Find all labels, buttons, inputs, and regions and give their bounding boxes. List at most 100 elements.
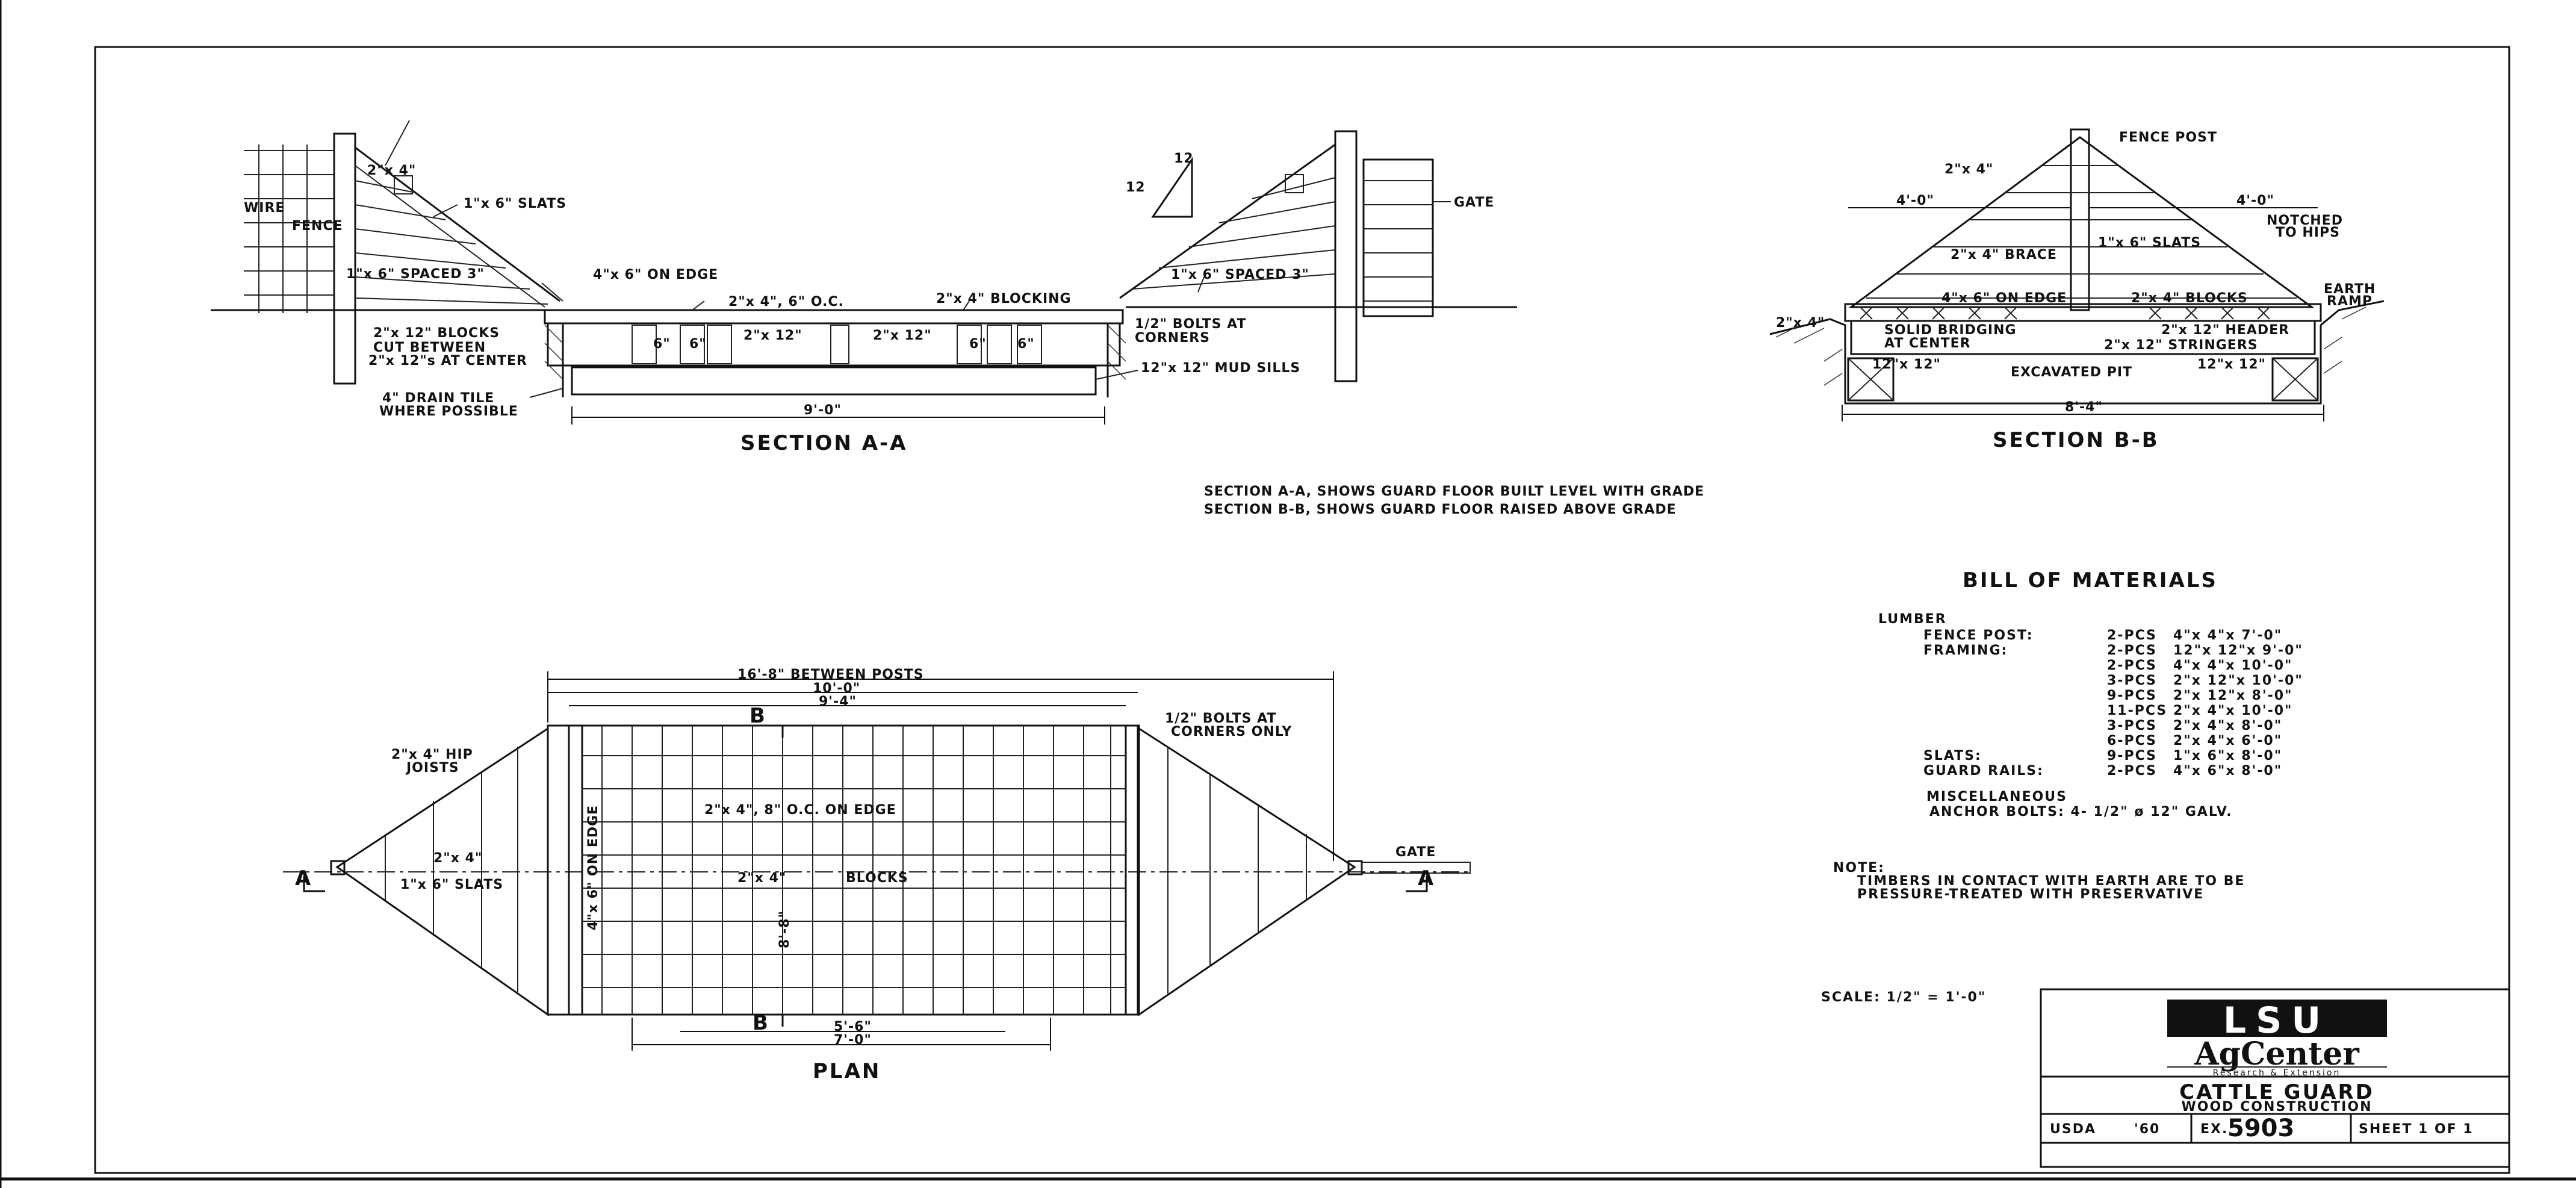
cut-a-left — [303, 876, 325, 892]
label-corners-only: CORNERS ONLY — [1171, 724, 1292, 739]
plan-joists — [582, 726, 1126, 1015]
label-section-a-right: A — [1418, 866, 1435, 891]
wing-slope-left — [355, 146, 560, 302]
deck-stringers — [547, 322, 1121, 367]
plan-wing-right — [1138, 727, 1356, 1016]
label-blocks-bb: 2"x 4" BLOCKS — [2131, 291, 2248, 306]
bom-row-label: SLATS: — [1923, 748, 1982, 763]
gate — [1362, 158, 1434, 317]
plan-gate — [1361, 862, 1471, 874]
label-gate-aa: GATE — [1454, 195, 1494, 210]
bom-row-qty: 3-PCS — [2107, 673, 2157, 688]
bom-row-qty: 2-PCS — [2107, 628, 2157, 643]
bom-anchor: ANCHOR BOLTS: 4- 1/2" ø 12" GALV. — [1929, 804, 2232, 819]
bom-row-qty: 9-PCS — [2107, 748, 2157, 763]
fence-post-left — [333, 132, 356, 385]
label-wire: WIRE — [244, 201, 285, 216]
label-b5: 6" — [969, 337, 987, 352]
bom-row-size: 4"x 6"x 8'-0" — [2173, 763, 2282, 779]
label-section-b-bottom: B — [753, 1011, 770, 1035]
label-solid-bridging: SOLID BRIDGING — [1884, 323, 2017, 338]
label-2x4-aa: 2"x 4" — [367, 163, 416, 178]
label-width-aa: 9'-0" — [804, 403, 842, 418]
slats-bb — [1866, 165, 2297, 299]
plan-wing-right-slats — [1167, 747, 1307, 994]
label-section-b-top: B — [750, 704, 767, 728]
bom-title: BILL OF MATERIALS — [1963, 568, 2218, 592]
fence-post-right — [1334, 130, 1358, 382]
label-left-dim-bb: 4'-0" — [1896, 193, 1934, 208]
bom-row-size: 4"x 4"x 10'-0" — [2173, 658, 2293, 673]
label-dim-9-4: 9'-4" — [819, 694, 857, 709]
title-plan: PLAN — [813, 1059, 881, 1083]
soil-hatch-bb — [1775, 306, 2367, 386]
label-2x4-bb: 2"x 4" — [1944, 162, 1993, 177]
bill-of-materials: BILL OF MATERIALS LUMBER FENCE POST: 2-PC… — [1878, 568, 2303, 819]
deck-top — [544, 309, 1124, 325]
logo-lsu-block — [2167, 1000, 2387, 1037]
label-blocking: 2"x 4" BLOCKING — [936, 291, 1072, 306]
brace-block-right — [1285, 174, 1304, 193]
slope-triangle — [1151, 157, 1193, 218]
label-fence-post-bb: FENCE POST — [2119, 130, 2217, 145]
drawing-subtitle: WOOD CONSTRUCTION — [2182, 1099, 2373, 1115]
bom-row-label: FENCE POST: — [1923, 628, 2034, 643]
label-dim-7: 7'-0" — [834, 1033, 872, 1048]
blocks-bb — [1860, 306, 2270, 320]
label-b4: 2"x 12" — [873, 328, 932, 343]
plan-guard-rail-left — [568, 724, 583, 1016]
bom-row-size: 12"x 12"x 9'-0" — [2173, 643, 2303, 658]
sill-right-bb — [2271, 357, 2319, 402]
bom-row-qty: 2-PCS — [2107, 763, 2157, 779]
label-b6: 6" — [1017, 337, 1035, 352]
brace-block-left — [394, 175, 413, 194]
bom-row-qty: 9-PCS — [2107, 688, 2157, 703]
label-hip-joists-1: 2"x 4" HIP — [391, 747, 473, 762]
bom-lumber: LUMBER — [1878, 612, 1947, 627]
bom-row-qty: 11-PCS — [2107, 703, 2167, 718]
bom-row-qty: 6-PCS — [2107, 733, 2157, 748]
sill-left-bb — [1847, 357, 1895, 402]
label-fence: FENCE — [292, 219, 343, 234]
leaders-aa — [385, 120, 1451, 398]
plan-view: 16'-8" BETWEEN POSTS 10'-0" 9'-4" B 1/2"… — [283, 667, 1471, 1083]
wing-slats-right — [1131, 177, 1336, 290]
label-left-small-bb: 2"x 4" — [1776, 316, 1825, 331]
plan-wing-left-slats — [385, 747, 518, 994]
bom-row-size: 2"x 4"x 6'-0" — [2173, 733, 2282, 748]
wing-slats-left — [355, 180, 548, 305]
bom-row-label: GUARD RAILS: — [1923, 763, 2044, 779]
label-cut-between: CUT BETWEEN — [373, 340, 486, 355]
title-section-bb: SECTION B-B — [1993, 428, 2159, 452]
label-b2: 6" — [689, 337, 707, 352]
tb-ex-number: 5903 — [2227, 1115, 2294, 1142]
label-at-center-aa: 2"x 12"s AT CENTER — [368, 353, 527, 369]
label-blocks: BLOCKS — [846, 871, 908, 886]
drawing-title: CATTLE GUARD — [2179, 1080, 2374, 1104]
hip-roof — [1848, 136, 2315, 308]
label-to-hips: TO HIPS — [2276, 225, 2340, 240]
note-heading: NOTE: — [1833, 860, 1885, 875]
tb-agency: USDA — [2050, 1122, 2096, 1137]
label-section-a-left: A — [295, 866, 312, 891]
bom-row-size: 2"x 12"x 10'-0" — [2173, 673, 2303, 688]
bom-row-size: 2"x 4"x 10'-0" — [2173, 703, 2293, 718]
label-drain-tile: 4" DRAIN TILE — [382, 391, 494, 406]
pit-outline-bb — [1769, 300, 2385, 405]
plan-wing-left — [335, 727, 549, 1016]
bom-row-label: FRAMING: — [1923, 643, 2008, 658]
note-line-1: TIMBERS IN CONTACT WITH EARTH ARE TO BE — [1857, 874, 2245, 889]
label-bolts-aa: 1/2" BOLTS AT — [1135, 317, 1246, 332]
bom-row-qty: 2-PCS — [2107, 658, 2157, 673]
label-on-edge-aa: 4"x 6" ON EDGE — [593, 267, 718, 282]
label-sill-right-bb: 12"x 12" — [2197, 357, 2266, 372]
deck-blocks — [632, 325, 1042, 364]
section-aa: 2"x 4" 1"x 6" SLATS WIRE FENCE 1"x 6" SP… — [211, 120, 1517, 455]
plan-post-left — [330, 860, 346, 875]
logo-lsu: LSU — [2223, 1000, 2330, 1042]
cut-a-right — [1406, 876, 1428, 892]
bom-row-qty: 3-PCS — [2107, 718, 2157, 733]
gate-rails — [1364, 180, 1433, 302]
label-at-center-bb: AT CENTER — [1884, 336, 1971, 351]
fence-wires-left — [244, 145, 334, 313]
